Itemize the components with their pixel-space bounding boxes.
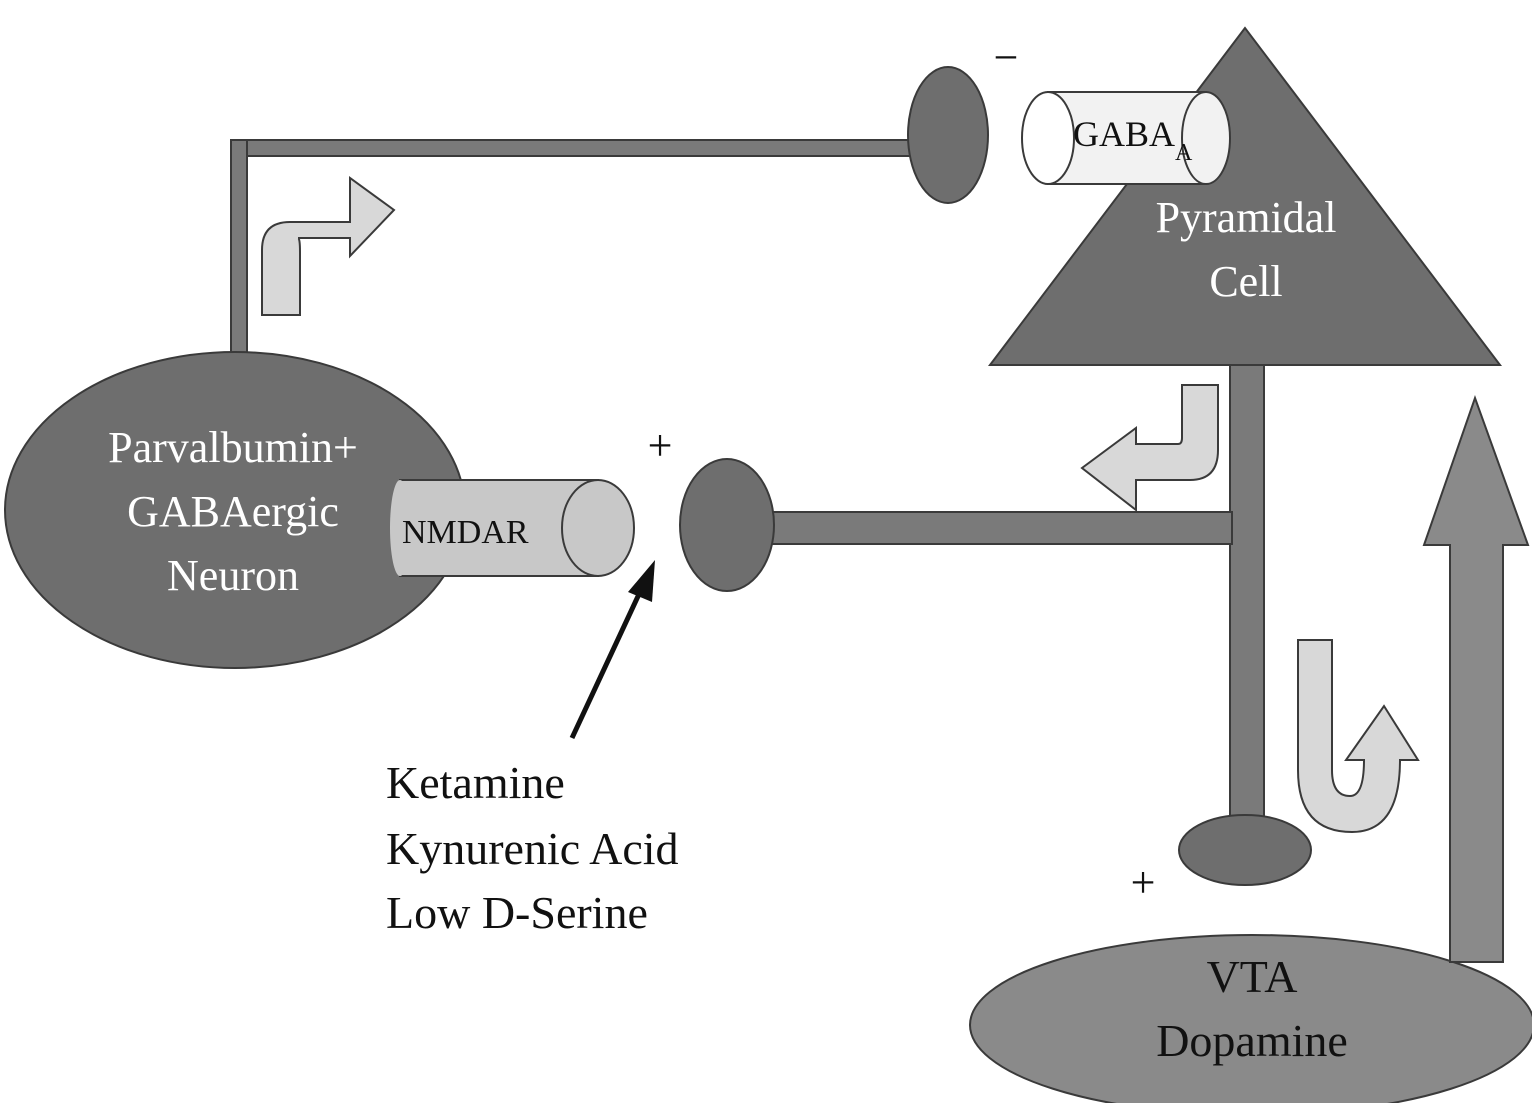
agent-label-line2: Kynurenic Acid <box>386 823 679 874</box>
pv-label-line1: Parvalbumin+ <box>108 423 358 472</box>
nmdar-receptor <box>390 479 635 577</box>
agent-label-line3: Low D-Serine <box>386 887 648 938</box>
pv-label-line2: GABAergic <box>127 487 339 536</box>
vta-loop-arrow-icon <box>1297 639 1420 834</box>
pyramidal-to-pv-arrow-icon <box>1080 384 1219 513</box>
inhibitory-sign: − <box>994 33 1019 82</box>
gaba-a-label: GABAA <box>1073 114 1193 166</box>
pyramidal-label-line1: Pyramidal <box>1156 193 1337 242</box>
pyramidal-terminal-vta <box>1178 814 1312 886</box>
pv-axon <box>230 139 912 356</box>
excitatory-sign-nmdar: + <box>648 421 673 470</box>
agent-arrow <box>569 560 655 740</box>
agent-label-line1: Ketamine <box>386 757 565 808</box>
pyramidal-collateral <box>769 511 1233 545</box>
excitatory-sign-vta: + <box>1131 858 1156 907</box>
nmdar-label: NMDAR <box>402 514 529 551</box>
pv-label-line3: Neuron <box>167 551 299 600</box>
vta-label-line1: VTA <box>1207 951 1298 1002</box>
vta-dopamine-body <box>969 934 1532 1103</box>
gaba-a-receptor <box>1021 91 1231 185</box>
dopamine-feedback-arrow <box>1422 395 1530 963</box>
pyramidal-terminal-pv <box>679 458 775 592</box>
pv-axon-terminal <box>907 66 989 204</box>
vta-label-line2: Dopamine <box>1156 1015 1348 1066</box>
pv-activity-arrow-icon <box>261 176 396 316</box>
pyramidal-label-line2: Cell <box>1209 257 1282 306</box>
pyramidal-axon <box>1229 364 1265 836</box>
